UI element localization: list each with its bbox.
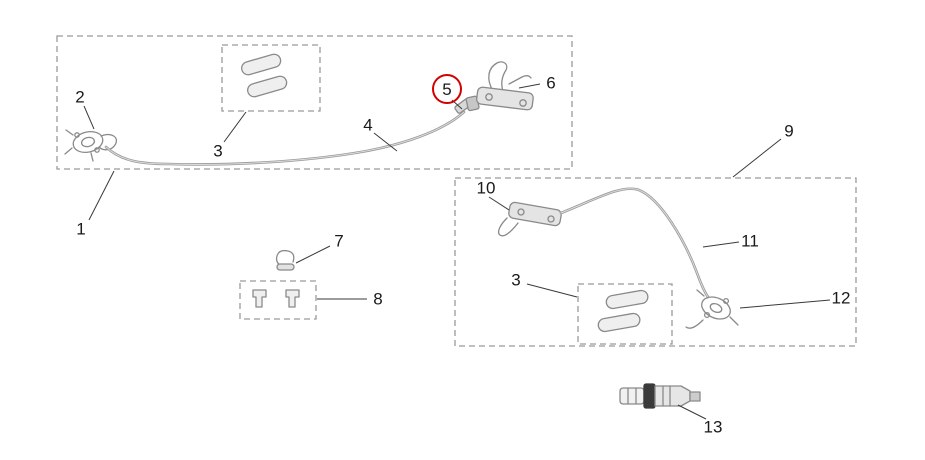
part-6-drawing (476, 61, 534, 111)
part-2-drawing (64, 129, 117, 162)
part-3-front-drawing (241, 53, 288, 98)
part-8-drawing (252, 289, 300, 308)
part-4-cable-drawing (104, 110, 466, 166)
part-11-cable-drawing (559, 187, 710, 299)
front-pads-box (221, 44, 321, 112)
callout-12[interactable]: 12 (831, 288, 851, 308)
callout-13[interactable]: 13 (703, 417, 723, 437)
part-7-drawing (275, 249, 295, 271)
part-3-rear-drawing (597, 289, 649, 333)
callout-4[interactable]: 4 (363, 115, 373, 135)
clips-box (239, 280, 317, 320)
callout-2[interactable]: 2 (75, 87, 85, 107)
callout-8[interactable]: 8 (373, 289, 383, 309)
callout-1[interactable]: 1 (76, 219, 86, 239)
boundary-boxes (56, 35, 857, 347)
leader-lines (83, 83, 831, 420)
leader-13 (677, 404, 707, 420)
leader-12 (739, 299, 831, 309)
callout-7[interactable]: 7 (334, 231, 344, 251)
leader-9 (732, 138, 782, 178)
callout-3-rear[interactable]: 3 (511, 270, 521, 290)
callout-11[interactable]: 11 (741, 231, 759, 251)
leader-4 (373, 132, 398, 152)
leader-2 (83, 105, 95, 130)
leader-6 (518, 83, 541, 89)
part-12-drawing (685, 289, 739, 329)
front-assembly-box (56, 35, 573, 170)
leader-3-front (223, 111, 247, 143)
leader-1 (88, 170, 115, 221)
rear-assembly-box (454, 177, 857, 347)
part-13-drawing (619, 383, 701, 409)
part-11-cable-sheen (560, 188, 709, 298)
callout-3-front[interactable]: 3 (213, 141, 223, 161)
callout-9[interactable]: 9 (784, 121, 794, 141)
rear-pads-box (577, 283, 673, 345)
leader-3-rear (526, 283, 578, 298)
callout-10[interactable]: 10 (476, 178, 496, 198)
callout-6[interactable]: 6 (546, 73, 556, 93)
part-10-drawing (497, 201, 562, 237)
leader-10 (488, 196, 510, 211)
leader-7 (295, 245, 331, 264)
callout-5[interactable]: 5 (432, 74, 462, 104)
part-4-cable-sheen (105, 111, 465, 165)
leader-11 (702, 241, 740, 248)
